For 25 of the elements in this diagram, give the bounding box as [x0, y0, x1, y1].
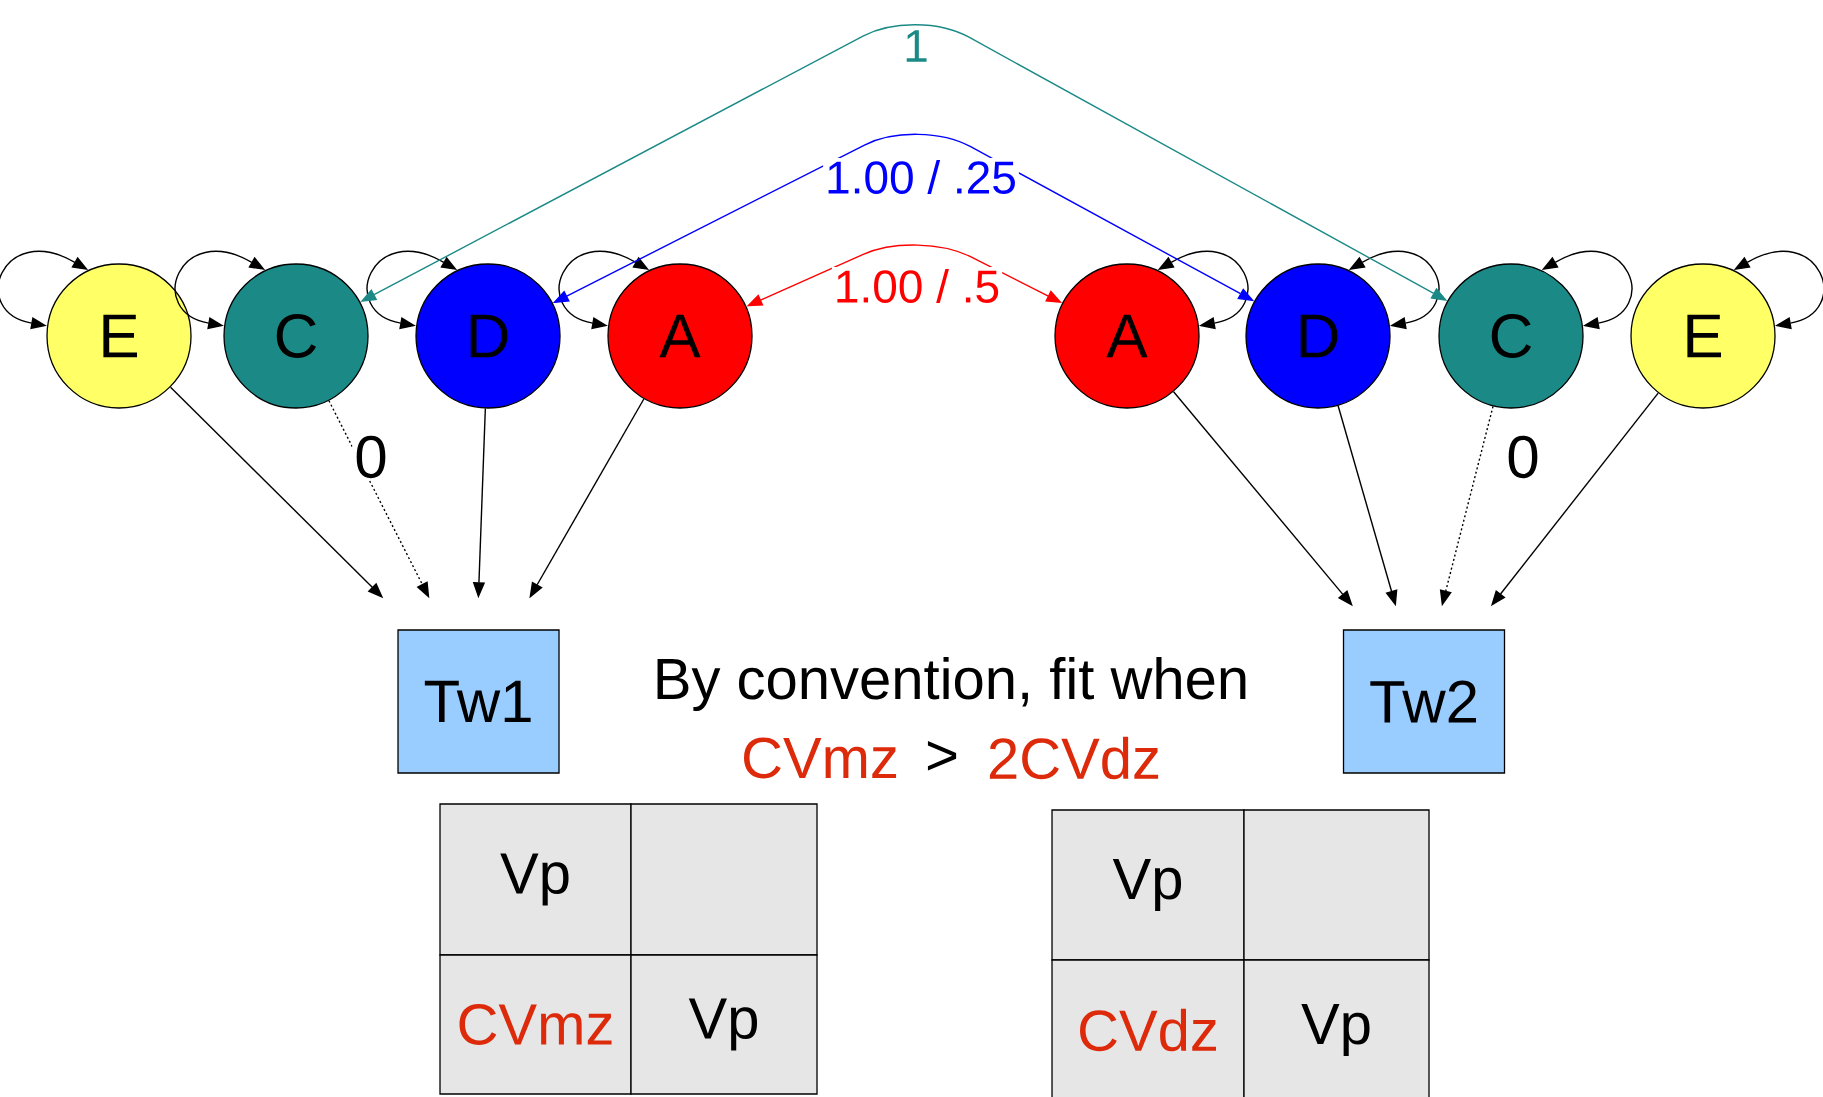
circle-node: C — [223, 263, 369, 409]
table-cell: CVdz — [1051, 959, 1245, 1097]
circle-node: A — [1054, 263, 1200, 409]
circle-node: E — [1630, 263, 1776, 409]
table-cell: Vp — [630, 954, 818, 1095]
variable-box: Tw1 — [397, 629, 560, 774]
edge-label: 1.00 / .25 — [823, 158, 1019, 196]
table-cell: Vp — [1051, 809, 1245, 961]
table-cell: Vp — [1243, 959, 1430, 1097]
condition-text: By convention, fit when — [657, 656, 1246, 711]
edge-label: 0 — [1504, 433, 1542, 481]
circle-node: C — [1438, 263, 1584, 409]
condition-text: > — [927, 741, 957, 771]
condition-text: CVmz — [744, 737, 897, 779]
circle-node: D — [1245, 263, 1391, 409]
circle-node: D — [415, 263, 561, 409]
edge-label: 0 — [352, 433, 390, 481]
condition-text: 2CVdz — [989, 736, 1159, 780]
edge-label: 1.00 / .5 — [831, 267, 1003, 305]
edge-label: 1 — [901, 28, 931, 64]
variable-box: Tw2 — [1342, 629, 1506, 774]
table-cell: CVmz — [439, 954, 632, 1095]
circle-node: E — [46, 263, 192, 409]
table-cell: Vp — [439, 803, 632, 956]
circle-node: A — [607, 263, 753, 409]
